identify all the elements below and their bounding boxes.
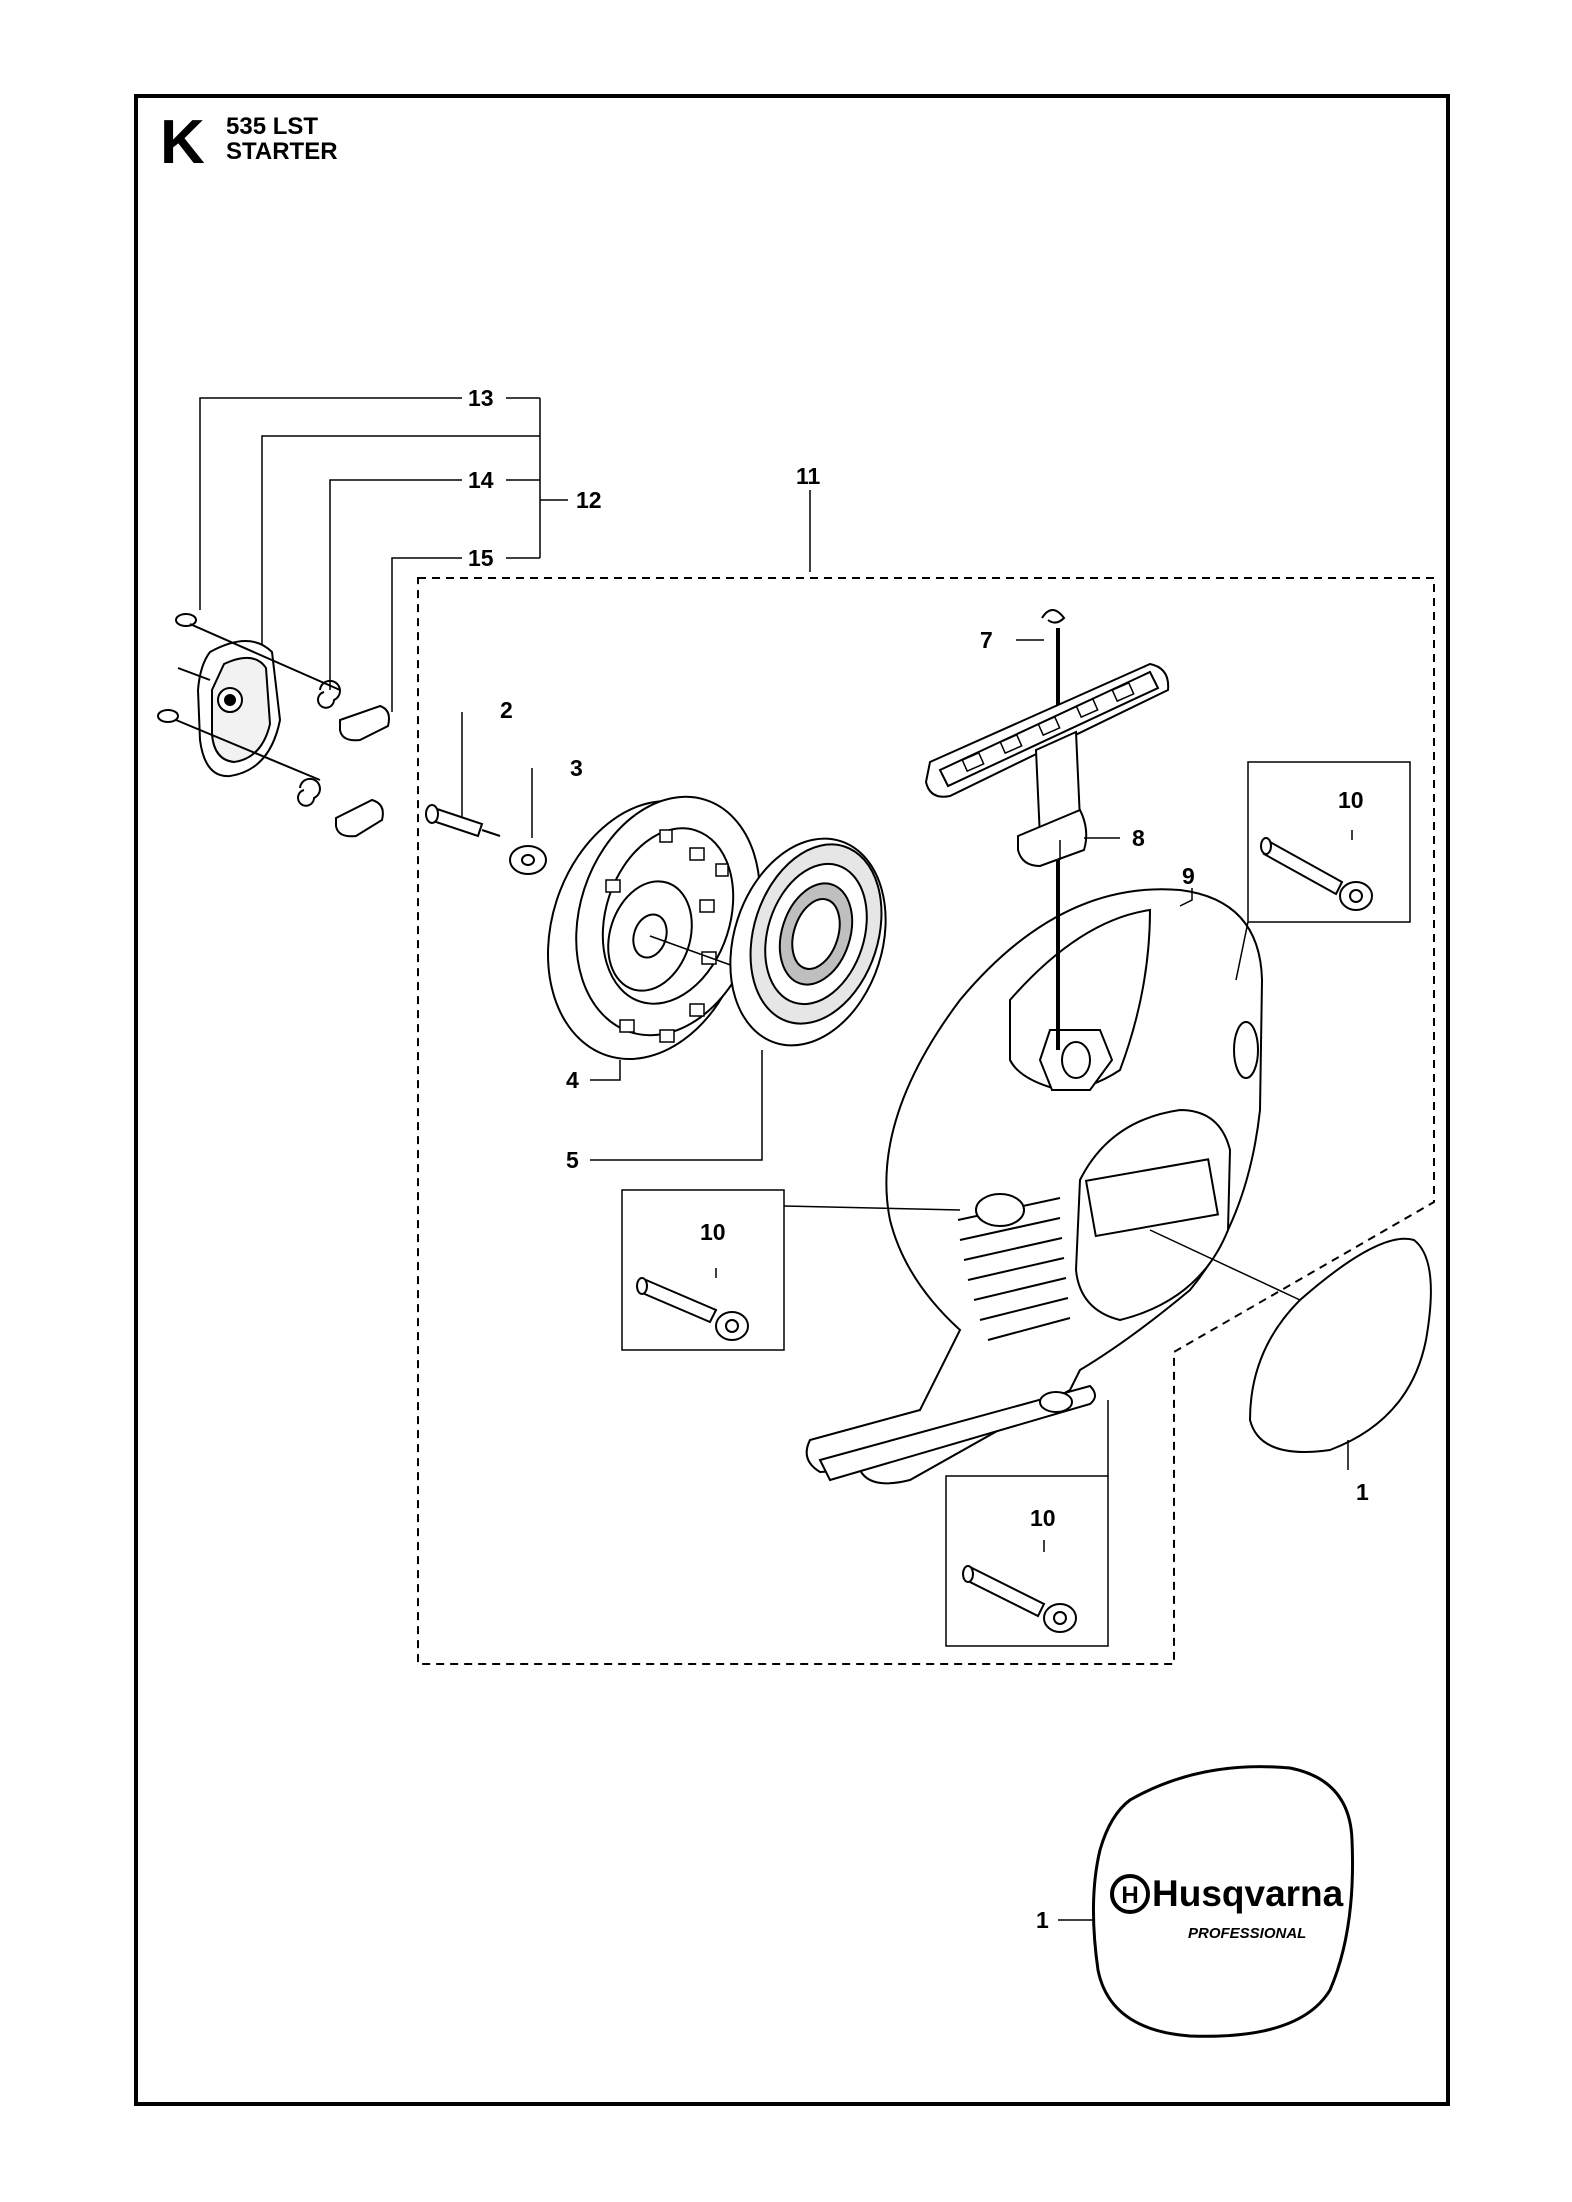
callout-leaders [715, 490, 1353, 1552]
decal-tagline: PROFESSIONAL [1188, 1925, 1306, 1942]
callout-9: 9 [1182, 863, 1195, 889]
callout-10b: 10 [700, 1219, 726, 1245]
kit-11-dashed-outline [417, 577, 1435, 1665]
circlip-part [175, 613, 197, 627]
husqvarna-crown-logo-icon: H [1110, 1874, 1150, 1914]
recoil-spring-part [590, 837, 887, 1161]
inset-box-bolt-top [1235, 761, 1411, 981]
callout-8: 8 [1132, 825, 1145, 851]
screw-and-washer [425, 712, 547, 875]
pawl-part [339, 704, 390, 742]
callout-14: 14 [468, 467, 494, 493]
starter-housing-part [805, 888, 1264, 1485]
spring-part [297, 777, 321, 807]
kit-12-bracket [199, 397, 568, 712]
spring-part [317, 679, 341, 709]
callout-1b: 1 [1036, 1907, 1049, 1933]
callout-2: 2 [500, 697, 513, 723]
svg-text:H: H [1121, 1882, 1138, 1909]
page-frame [134, 94, 1450, 2106]
callout-13: 13 [468, 385, 494, 411]
circlip-part [157, 709, 179, 723]
rope-part [1041, 609, 1066, 624]
starter-handle-part [924, 609, 1170, 1050]
pawl-assembly [157, 613, 390, 838]
inset-box-bolt-bottom [945, 1400, 1109, 1647]
callout-12: 12 [576, 487, 602, 513]
callout-10c: 10 [1030, 1505, 1056, 1531]
section-letter: K [160, 108, 205, 177]
husqvarna-decal: H Husqvarna PROFESSIONAL [1058, 1765, 1355, 2038]
section-title: STARTER [226, 138, 338, 165]
callout-1a: 1 [1356, 1479, 1369, 1505]
callout-3: 3 [570, 755, 583, 781]
model-name: 535 LST [226, 113, 319, 140]
pulley-part [547, 795, 801, 1081]
decal-part [1149, 1229, 1432, 1470]
decal-brand: Husqvarna [1152, 1873, 1344, 1914]
callout-5: 5 [566, 1147, 579, 1173]
callout-4: 4 [566, 1067, 579, 1093]
pawl-part [335, 798, 384, 838]
callout-15: 15 [468, 545, 494, 571]
inset-box-bolt-left [621, 1189, 961, 1351]
callout-10a: 10 [1338, 787, 1364, 813]
callout-11: 11 [796, 463, 821, 489]
callout-7: 7 [980, 627, 993, 653]
